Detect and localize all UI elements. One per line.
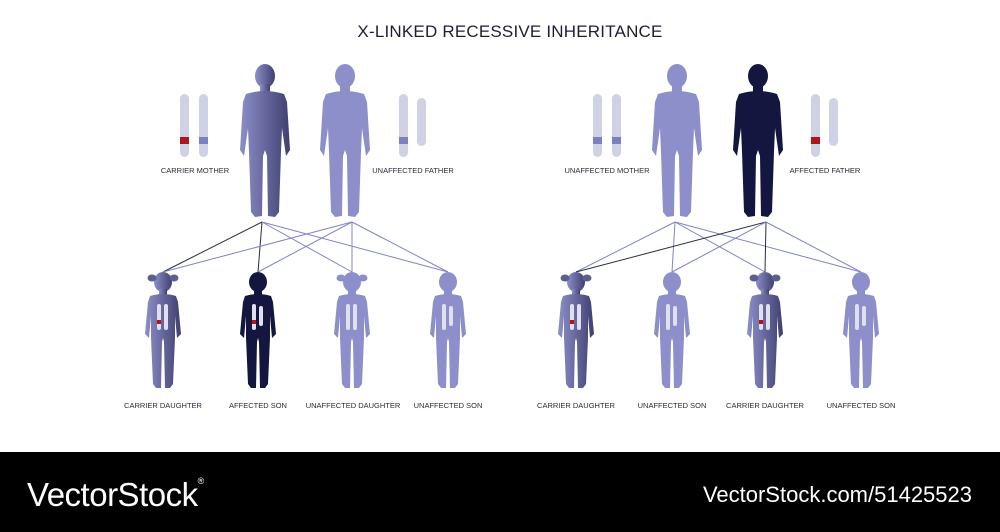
unaffected-father-figure xyxy=(320,64,370,217)
child-unaffected-son-left xyxy=(430,272,466,388)
child-unaffected-daughter-left xyxy=(334,272,370,388)
label-child-right-4: UNAFFECTED SON xyxy=(826,401,896,410)
label-carrier-mother: CARRIER MOTHER xyxy=(160,166,230,175)
diagram-canvas: X-LINKED RECESSIVE INHERITANCE CARRIER M… xyxy=(124,22,896,410)
affected-father-chromosomes xyxy=(811,94,838,157)
diagram-title: X-LINKED RECESSIVE INHERITANCE xyxy=(357,22,663,41)
label-child-right-2: UNAFFECTED SON xyxy=(637,401,707,410)
inheritance-diagram xyxy=(145,64,879,388)
label-child-right-3: CARRIER DAUGHTER xyxy=(726,401,804,410)
label-child-left-1: CARRIER DAUGHTER xyxy=(124,401,202,410)
label-child-left-2: AFFECTED SON xyxy=(229,401,287,410)
label-child-left-3: UNAFFECTED DAUGHTER xyxy=(305,401,401,410)
child-carrier-daughter-left xyxy=(145,272,181,388)
brand-registered-mark: ® xyxy=(197,476,205,486)
footer-bar: VectorStock® VectorStock.com/51425523 xyxy=(0,452,1000,532)
child-carrier-daughter-right-1 xyxy=(558,272,594,388)
carrier-mother-figure xyxy=(240,64,290,217)
left-family-links xyxy=(162,221,449,273)
right-family-links xyxy=(575,221,862,273)
brand-logo[interactable]: VectorStock® xyxy=(27,476,204,514)
brand-name: VectorStock xyxy=(27,476,198,513)
label-unaffected-mother: UNAFFECTED MOTHER xyxy=(564,166,650,175)
label-unaffected-father: UNAFFECTED FATHER xyxy=(372,166,454,175)
unaffected-father-chromosomes xyxy=(399,94,426,157)
child-carrier-daughter-right-2 xyxy=(747,272,783,388)
child-affected-son-left xyxy=(240,272,276,388)
label-child-right-1: CARRIER DAUGHTER xyxy=(537,401,615,410)
unaffected-mother-figure xyxy=(652,64,702,217)
carrier-mother-chromosomes xyxy=(180,94,208,157)
label-affected-father: AFFECTED FATHER xyxy=(789,166,861,175)
label-child-left-4: UNAFFECTED SON xyxy=(413,401,483,410)
image-id-link[interactable]: VectorStock.com/51425523 xyxy=(702,482,972,507)
child-unaffected-son-right-1 xyxy=(654,272,690,388)
affected-father-figure xyxy=(733,64,783,217)
child-unaffected-son-right-2 xyxy=(843,272,879,388)
unaffected-mother-chromosomes xyxy=(593,94,621,157)
